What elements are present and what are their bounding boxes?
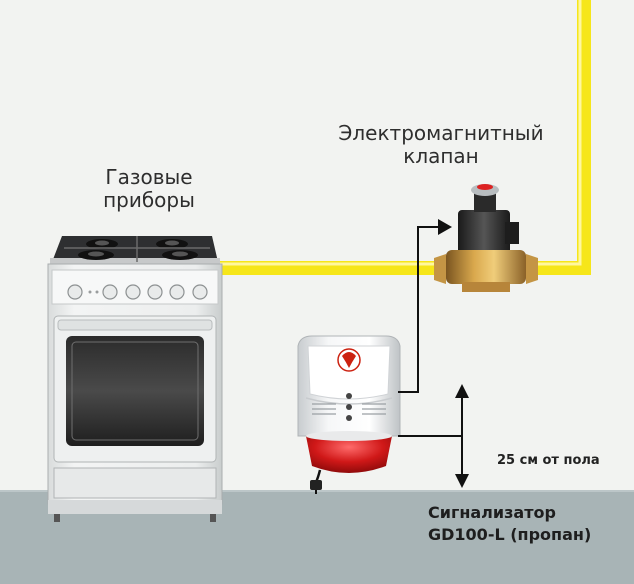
label-gas-appliances: Газовые приборы bbox=[74, 166, 224, 212]
label-gas-alarm-line1: Сигнализатор bbox=[428, 503, 556, 522]
height-marker bbox=[398, 396, 463, 476]
label-gas-alarm: Сигнализатор GD100-L (пропан) bbox=[428, 502, 628, 547]
label-gas-appliances-line2: приборы bbox=[103, 188, 195, 212]
label-gas-alarm-line2: GD100-L (пропан) bbox=[428, 525, 592, 545]
label-solenoid-valve: Электромагнитный клапан bbox=[306, 122, 576, 168]
solenoid-valve bbox=[434, 184, 538, 292]
signal-arrow-head bbox=[438, 219, 452, 235]
height-arrow-up bbox=[455, 384, 469, 398]
gas-alarm bbox=[297, 335, 401, 494]
gas-pipe bbox=[214, 0, 591, 275]
label-solenoid-valve-line2: клапан bbox=[403, 144, 479, 168]
label-height-from-floor: 25 см от пола bbox=[497, 453, 600, 468]
label-gas-appliances-line1: Газовые bbox=[105, 165, 193, 189]
label-solenoid-valve-line1: Электромагнитный bbox=[338, 121, 544, 145]
signal-wire bbox=[398, 226, 440, 393]
height-arrow-down bbox=[455, 474, 469, 488]
gas-stove bbox=[47, 236, 223, 522]
gas-pipe-highlight bbox=[214, 0, 582, 266]
alarm-logo bbox=[337, 348, 361, 372]
